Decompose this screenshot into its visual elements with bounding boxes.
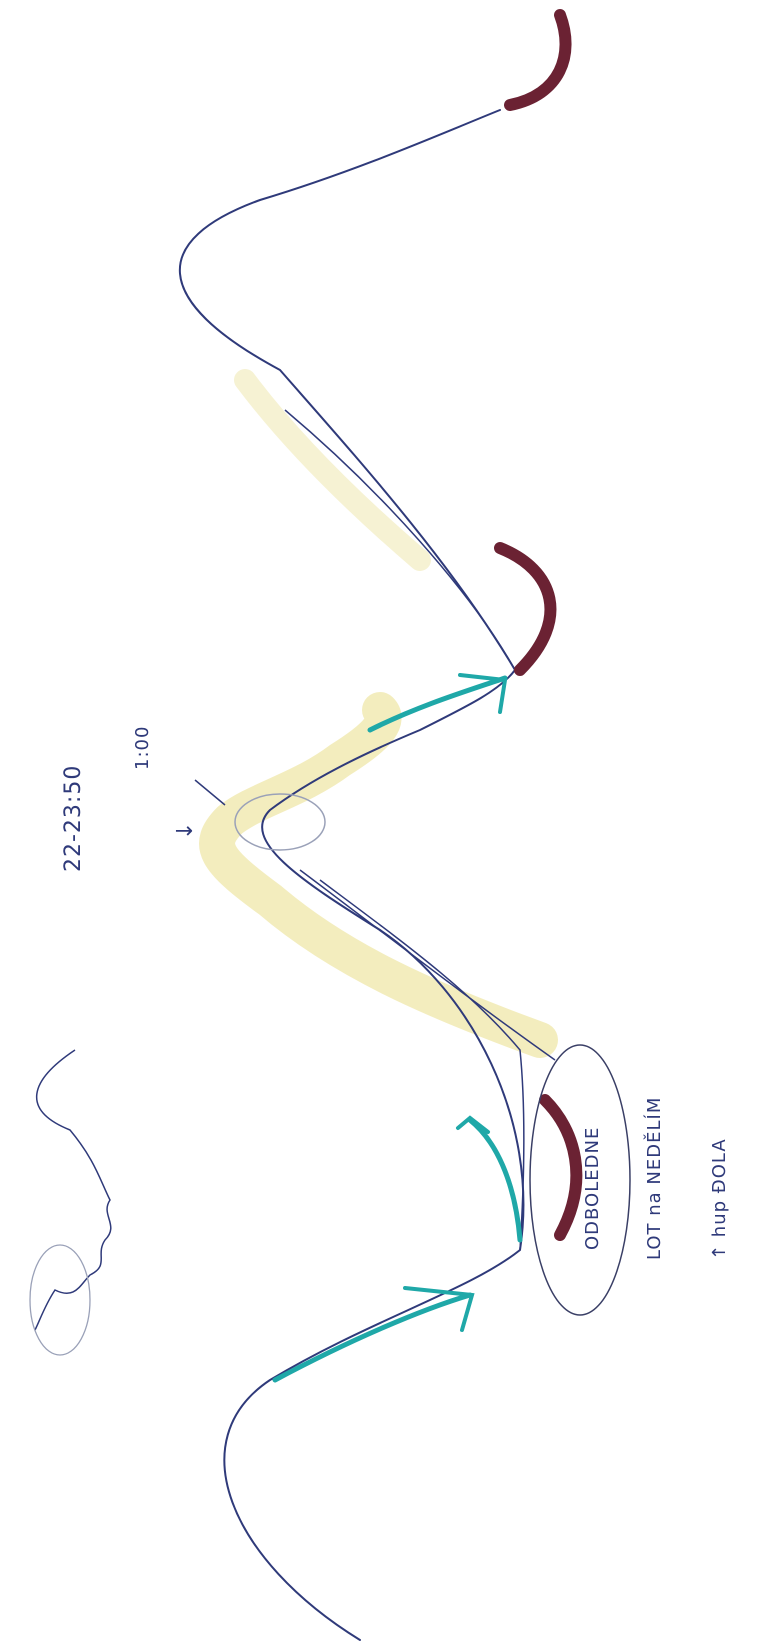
teal-segment-middle bbox=[470, 1120, 520, 1240]
teal-segment-bottom bbox=[275, 1295, 470, 1380]
note-line-2: LOT na NEDĚLÍM bbox=[643, 1097, 665, 1260]
mini-wave-sketch bbox=[35, 1050, 111, 1330]
apex-pointer-line bbox=[195, 780, 225, 805]
maroon-mark-top bbox=[510, 15, 566, 105]
down-arrow-mark: ↓ bbox=[173, 821, 198, 840]
yellow-highlight-upper bbox=[245, 380, 420, 560]
teal-arrow-bottom-head bbox=[405, 1288, 472, 1330]
note-line-3: ↑ hup ĐOLA bbox=[709, 1138, 730, 1260]
one-hour-label: 1:00 bbox=[132, 726, 153, 770]
mini-sketch-circle bbox=[30, 1245, 90, 1355]
note-line-1: ODBOLEDNE bbox=[582, 1127, 603, 1250]
maroon-mark-bottom bbox=[545, 1100, 576, 1235]
maroon-mark-middle bbox=[500, 548, 550, 670]
yellow-highlight-band bbox=[217, 710, 540, 1040]
time-range-label: 22-23:50 bbox=[61, 765, 86, 872]
